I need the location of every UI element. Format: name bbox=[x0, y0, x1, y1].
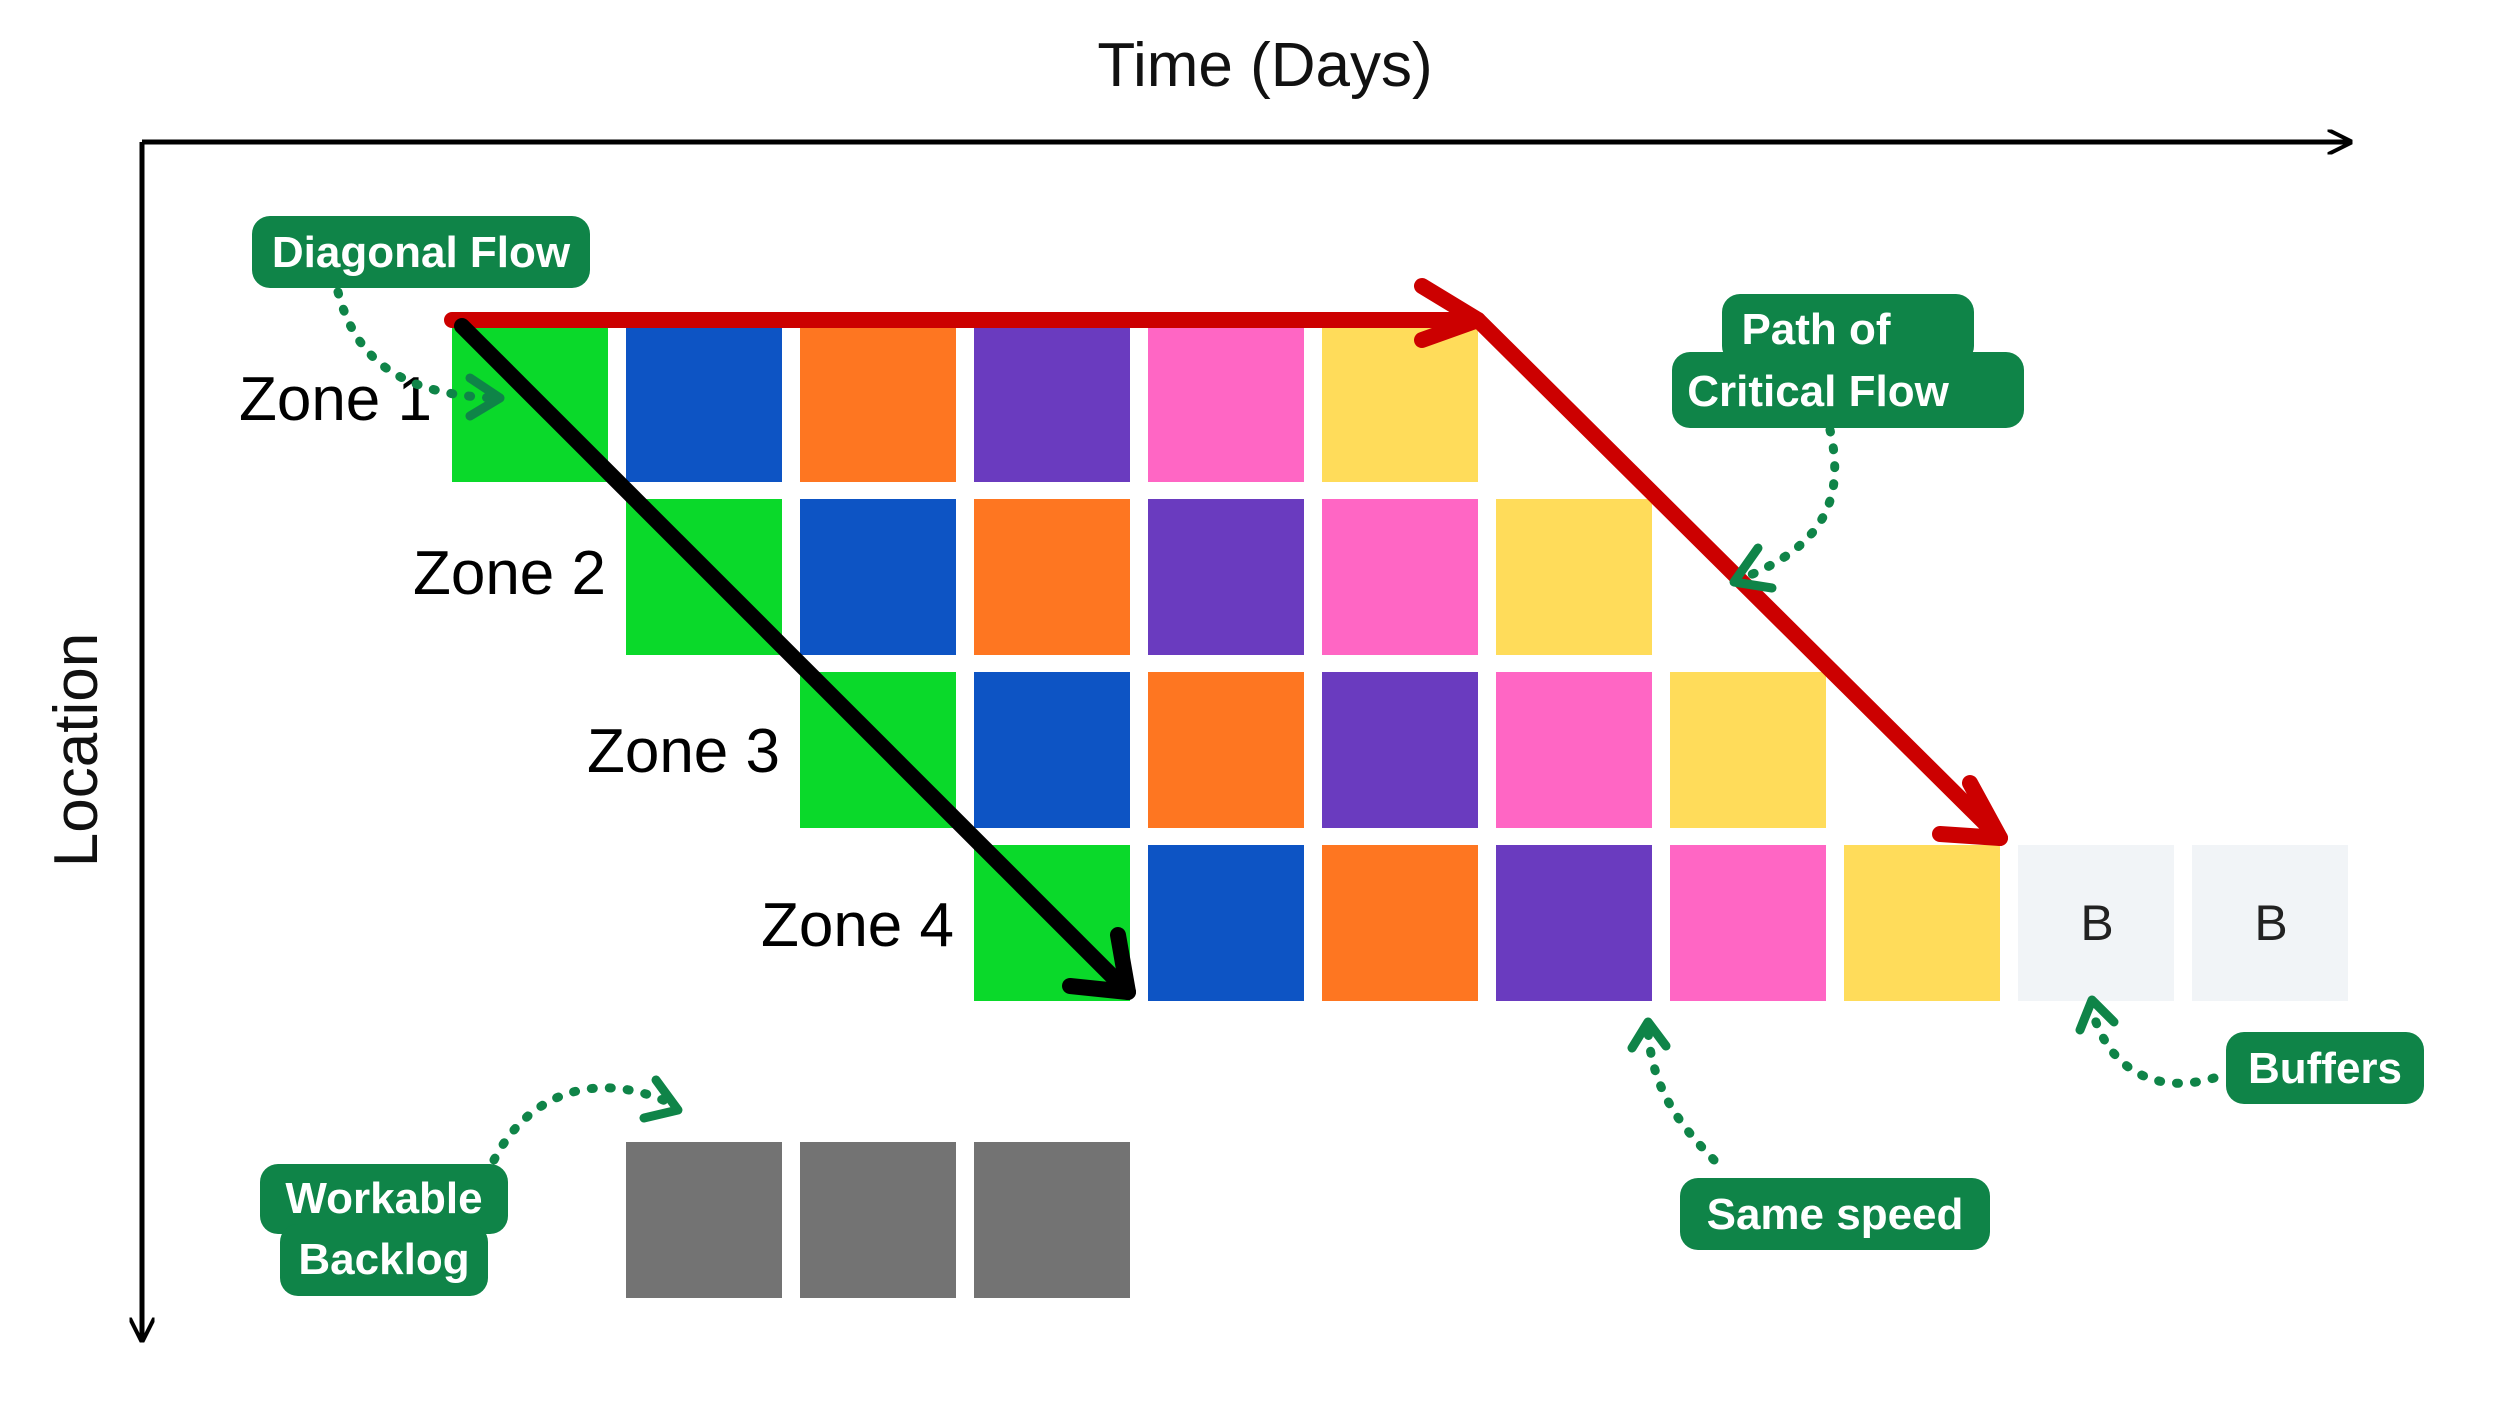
work-cell-zone4-trade5 bbox=[1670, 845, 1826, 1001]
work-cell-zone1-trade4 bbox=[974, 326, 1130, 482]
work-cell-zone3-trade5 bbox=[1496, 672, 1652, 828]
callout-workable-backlog-line-1: Workable bbox=[285, 1174, 482, 1223]
callout-critical-flow: Path of Critical Flow bbox=[1672, 294, 2024, 428]
callout-diagonal-flow-bg bbox=[252, 216, 590, 288]
callout-diagonal-flow-text: Diagonal Flow bbox=[272, 228, 571, 277]
critical-flow-connector bbox=[1743, 425, 1840, 581]
work-cell-zone2-trade2 bbox=[800, 499, 956, 655]
work-cell-zone2-trade6 bbox=[1496, 499, 1652, 655]
work-cell-zone1-trade5 bbox=[1148, 326, 1304, 482]
zone-label-2: Zone 2 bbox=[413, 539, 606, 608]
work-cell-zone3-trade3 bbox=[1148, 672, 1304, 828]
callout-critical-flow-line-2: Critical Flow bbox=[1687, 367, 1949, 416]
diagonal-flow-connector bbox=[333, 287, 499, 403]
diagonal-flow-arrow bbox=[454, 318, 1136, 1000]
callout-same-speed-text: Same speed bbox=[1707, 1190, 1964, 1239]
buffer-label-2: B bbox=[2254, 895, 2287, 951]
callout-critical-flow-line-1: Path of bbox=[1741, 305, 1890, 354]
callout-diagonal-flow: Diagonal Flow bbox=[252, 216, 590, 288]
buffers-connector bbox=[2087, 1005, 2219, 1088]
zone-label-3: Zone 3 bbox=[587, 717, 780, 786]
workable-backlog-cells bbox=[626, 1142, 1130, 1298]
callout-buffers-bg bbox=[2226, 1032, 2424, 1104]
work-cell-zone1-trade3 bbox=[800, 326, 956, 482]
critical-flow-arrow bbox=[444, 278, 2008, 846]
callout-buffers-text: Buffers bbox=[2248, 1044, 2402, 1093]
work-cell-zone2-trade3 bbox=[974, 499, 1130, 655]
work-cell-zone4-trade3 bbox=[1322, 845, 1478, 1001]
work-cell-zone2-trade5 bbox=[1322, 499, 1478, 655]
zone-label-4: Zone 4 bbox=[761, 891, 954, 960]
zone-labels: Zone 1 Zone 2 Zone 3 Zone 4 bbox=[239, 365, 954, 960]
work-cell-zone4-trade6 bbox=[1844, 845, 2000, 1001]
callout-workable-backlog-line-2: Backlog bbox=[298, 1235, 469, 1284]
work-cell-zone3-trade6 bbox=[1670, 672, 1826, 828]
axes: Time (Days) Location bbox=[42, 31, 2350, 1340]
same-speed-connector bbox=[1643, 1025, 1719, 1165]
backlog-cell-2 bbox=[800, 1142, 956, 1298]
callout-same-speed: Same speed bbox=[1680, 1178, 1990, 1250]
callout-same-speed-bg bbox=[1680, 1178, 1990, 1250]
work-cells bbox=[452, 326, 2348, 1001]
work-cell-zone3-trade4 bbox=[1322, 672, 1478, 828]
buffer-label-1: B bbox=[2080, 895, 2113, 951]
callout-critical-flow-bg-bottom bbox=[1672, 352, 2024, 428]
work-cell-zone1-trade2 bbox=[626, 326, 782, 482]
location-axis-title: Location bbox=[42, 633, 111, 867]
callout-workable-backlog: Workable Backlog bbox=[260, 1164, 508, 1296]
time-axis-title: Time (Days) bbox=[1097, 31, 1432, 100]
work-cell-zone3-trade2 bbox=[974, 672, 1130, 828]
callout-workable-backlog-bg-bottom bbox=[280, 1224, 488, 1296]
backlog-connector bbox=[489, 1083, 677, 1165]
callout-buffers: Buffers bbox=[2226, 1032, 2424, 1104]
callout-critical-flow-bg-top bbox=[1722, 294, 1974, 364]
work-cell-zone1-trade6 bbox=[1322, 326, 1478, 482]
work-cell-zone4-trade2 bbox=[1148, 845, 1304, 1001]
backlog-cell-3 bbox=[974, 1142, 1130, 1298]
callout-connectors bbox=[333, 287, 2219, 1165]
work-cell-zone2-trade4 bbox=[1148, 499, 1304, 655]
backlog-cell-1 bbox=[626, 1142, 782, 1298]
work-cell-zone4-trade4 bbox=[1496, 845, 1652, 1001]
buffer-cell-2 bbox=[2192, 845, 2348, 1001]
callout-workable-backlog-bg-top bbox=[260, 1164, 508, 1234]
buffer-cell-1 bbox=[2018, 845, 2174, 1001]
